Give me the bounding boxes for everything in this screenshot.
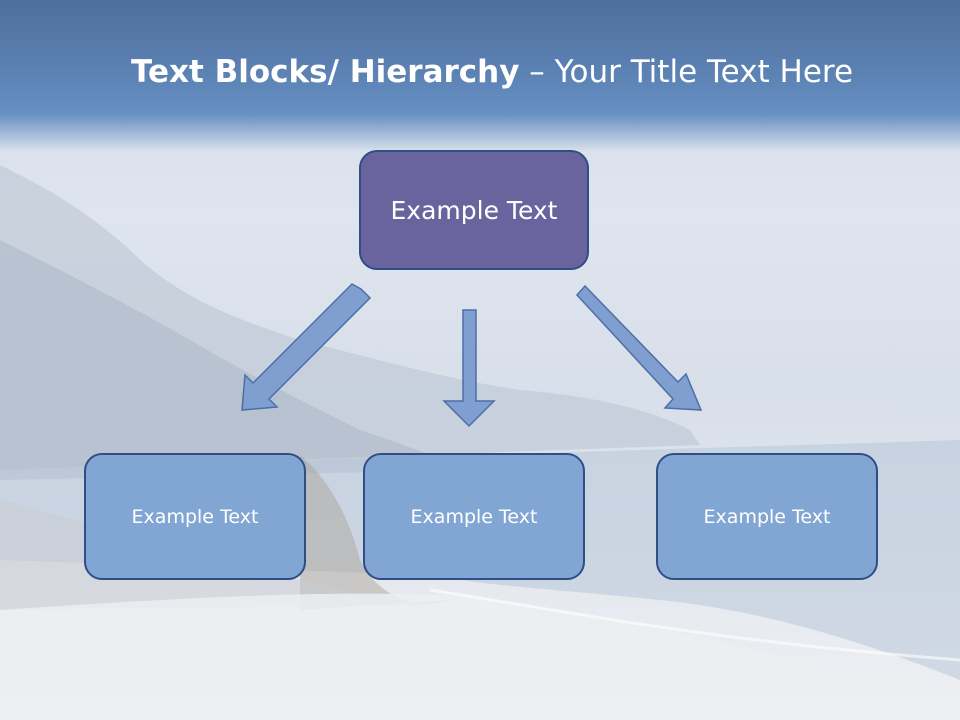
child-text-block-left[interactable]: Example Text bbox=[84, 453, 306, 580]
child-text-block-right[interactable]: Example Text bbox=[656, 453, 878, 580]
arrow-to-right-child bbox=[575, 284, 703, 411]
child-text-block-middle[interactable]: Example Text bbox=[363, 453, 585, 580]
arrow-to-left-child bbox=[241, 283, 372, 411]
slide-title: Text Blocks/ Hierarchy – Your Title Text… bbox=[0, 54, 960, 90]
title-regular-part: Your Title Text Here bbox=[554, 54, 854, 90]
title-bar bbox=[0, 0, 960, 152]
arrow-to-middle-child bbox=[442, 309, 496, 428]
root-text-block[interactable]: Example Text bbox=[359, 150, 589, 270]
title-bold-part: Text Blocks/ Hierarchy bbox=[130, 54, 520, 90]
title-separator: – bbox=[519, 54, 555, 90]
